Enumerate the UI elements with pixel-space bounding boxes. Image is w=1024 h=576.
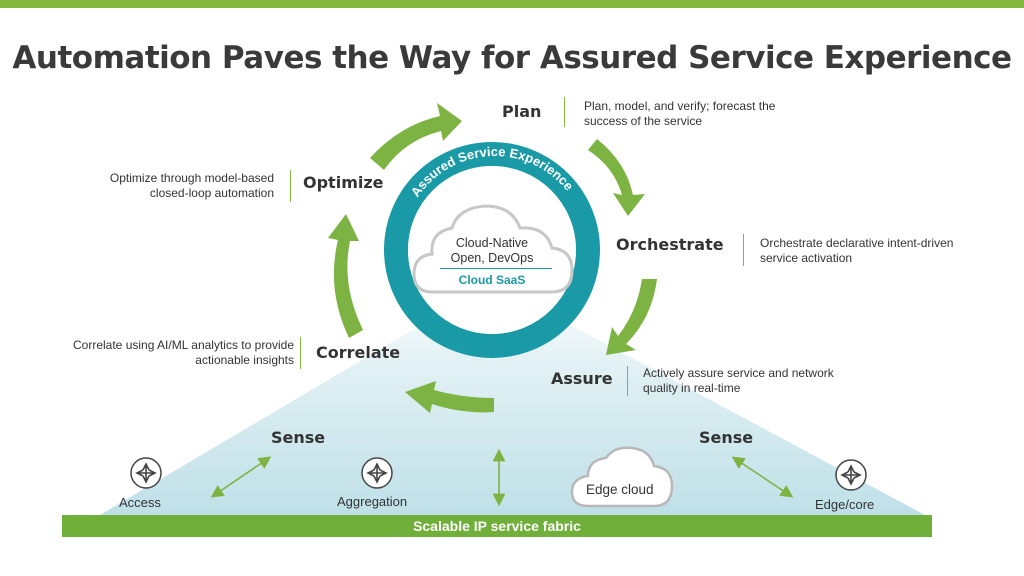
access-router-icon bbox=[130, 457, 162, 489]
top-accent-bar bbox=[0, 0, 1024, 8]
edge-sense-arrow bbox=[731, 456, 794, 498]
arrow-orchestrate-to-assure bbox=[606, 279, 657, 355]
stage-optimize-label: Optimize bbox=[303, 173, 384, 192]
sensing-triangle bbox=[100, 283, 925, 515]
assured-experience-ring bbox=[384, 142, 600, 358]
cloud-line-1: Cloud-Native bbox=[455, 236, 529, 250]
arrow-assure-to-correlate bbox=[405, 381, 494, 413]
plan-description: Plan, model, and verify; forecast the su… bbox=[584, 99, 776, 128]
ip-service-fabric-bar: Scalable IP service fabric bbox=[62, 515, 932, 537]
arrow-optimize-to-plan bbox=[370, 103, 462, 170]
optimize-description: Optimize through model-based closed-loop… bbox=[109, 171, 274, 200]
sense-left-label: Sense bbox=[271, 428, 326, 447]
aggregation-router-icon bbox=[361, 457, 393, 489]
aggregation-label: Aggregation bbox=[337, 494, 408, 509]
correlate-description: Correlate using AI/ML analytics to provi… bbox=[73, 338, 294, 367]
cloud-native-label: Cloud-Native Open, DevOps bbox=[430, 236, 554, 266]
central-cloud-icon bbox=[412, 204, 574, 294]
orchestrate-description: Orchestrate declarative intent-driven se… bbox=[760, 236, 954, 265]
stage-assure-label: Assure bbox=[551, 369, 613, 388]
access-sense-arrow bbox=[210, 456, 272, 498]
arrow-plan-to-orchestrate bbox=[588, 139, 645, 216]
access-label: Access bbox=[119, 495, 161, 510]
edge-core-router-icon bbox=[835, 459, 867, 491]
cloud-line-2: Open, DevOps bbox=[450, 251, 534, 265]
assure-description: Actively assure service and network qual… bbox=[643, 366, 834, 395]
cloud-saas-label: Cloud SaaS bbox=[458, 273, 526, 287]
edge-core-label: Edge/core bbox=[815, 497, 875, 512]
sense-right-label: Sense bbox=[699, 428, 754, 447]
correlate-divider bbox=[300, 337, 301, 369]
lifecycle-arrows bbox=[328, 103, 657, 413]
cloud-divider bbox=[440, 268, 552, 269]
optimize-divider bbox=[290, 170, 291, 202]
arrow-correlate-to-optimize bbox=[328, 214, 363, 338]
page-title: Automation Paves the Way for Assured Ser… bbox=[12, 40, 1012, 76]
edge-cloud-icon bbox=[570, 446, 674, 508]
plan-divider bbox=[564, 97, 565, 127]
orchestrate-divider bbox=[743, 234, 744, 266]
assure-divider bbox=[627, 366, 628, 396]
stage-correlate-label: Correlate bbox=[316, 343, 401, 362]
edge-cloud-label: Edge cloud bbox=[586, 482, 654, 497]
stage-plan-label: Plan bbox=[502, 102, 542, 121]
stage-orchestrate-label: Orchestrate bbox=[616, 235, 724, 254]
